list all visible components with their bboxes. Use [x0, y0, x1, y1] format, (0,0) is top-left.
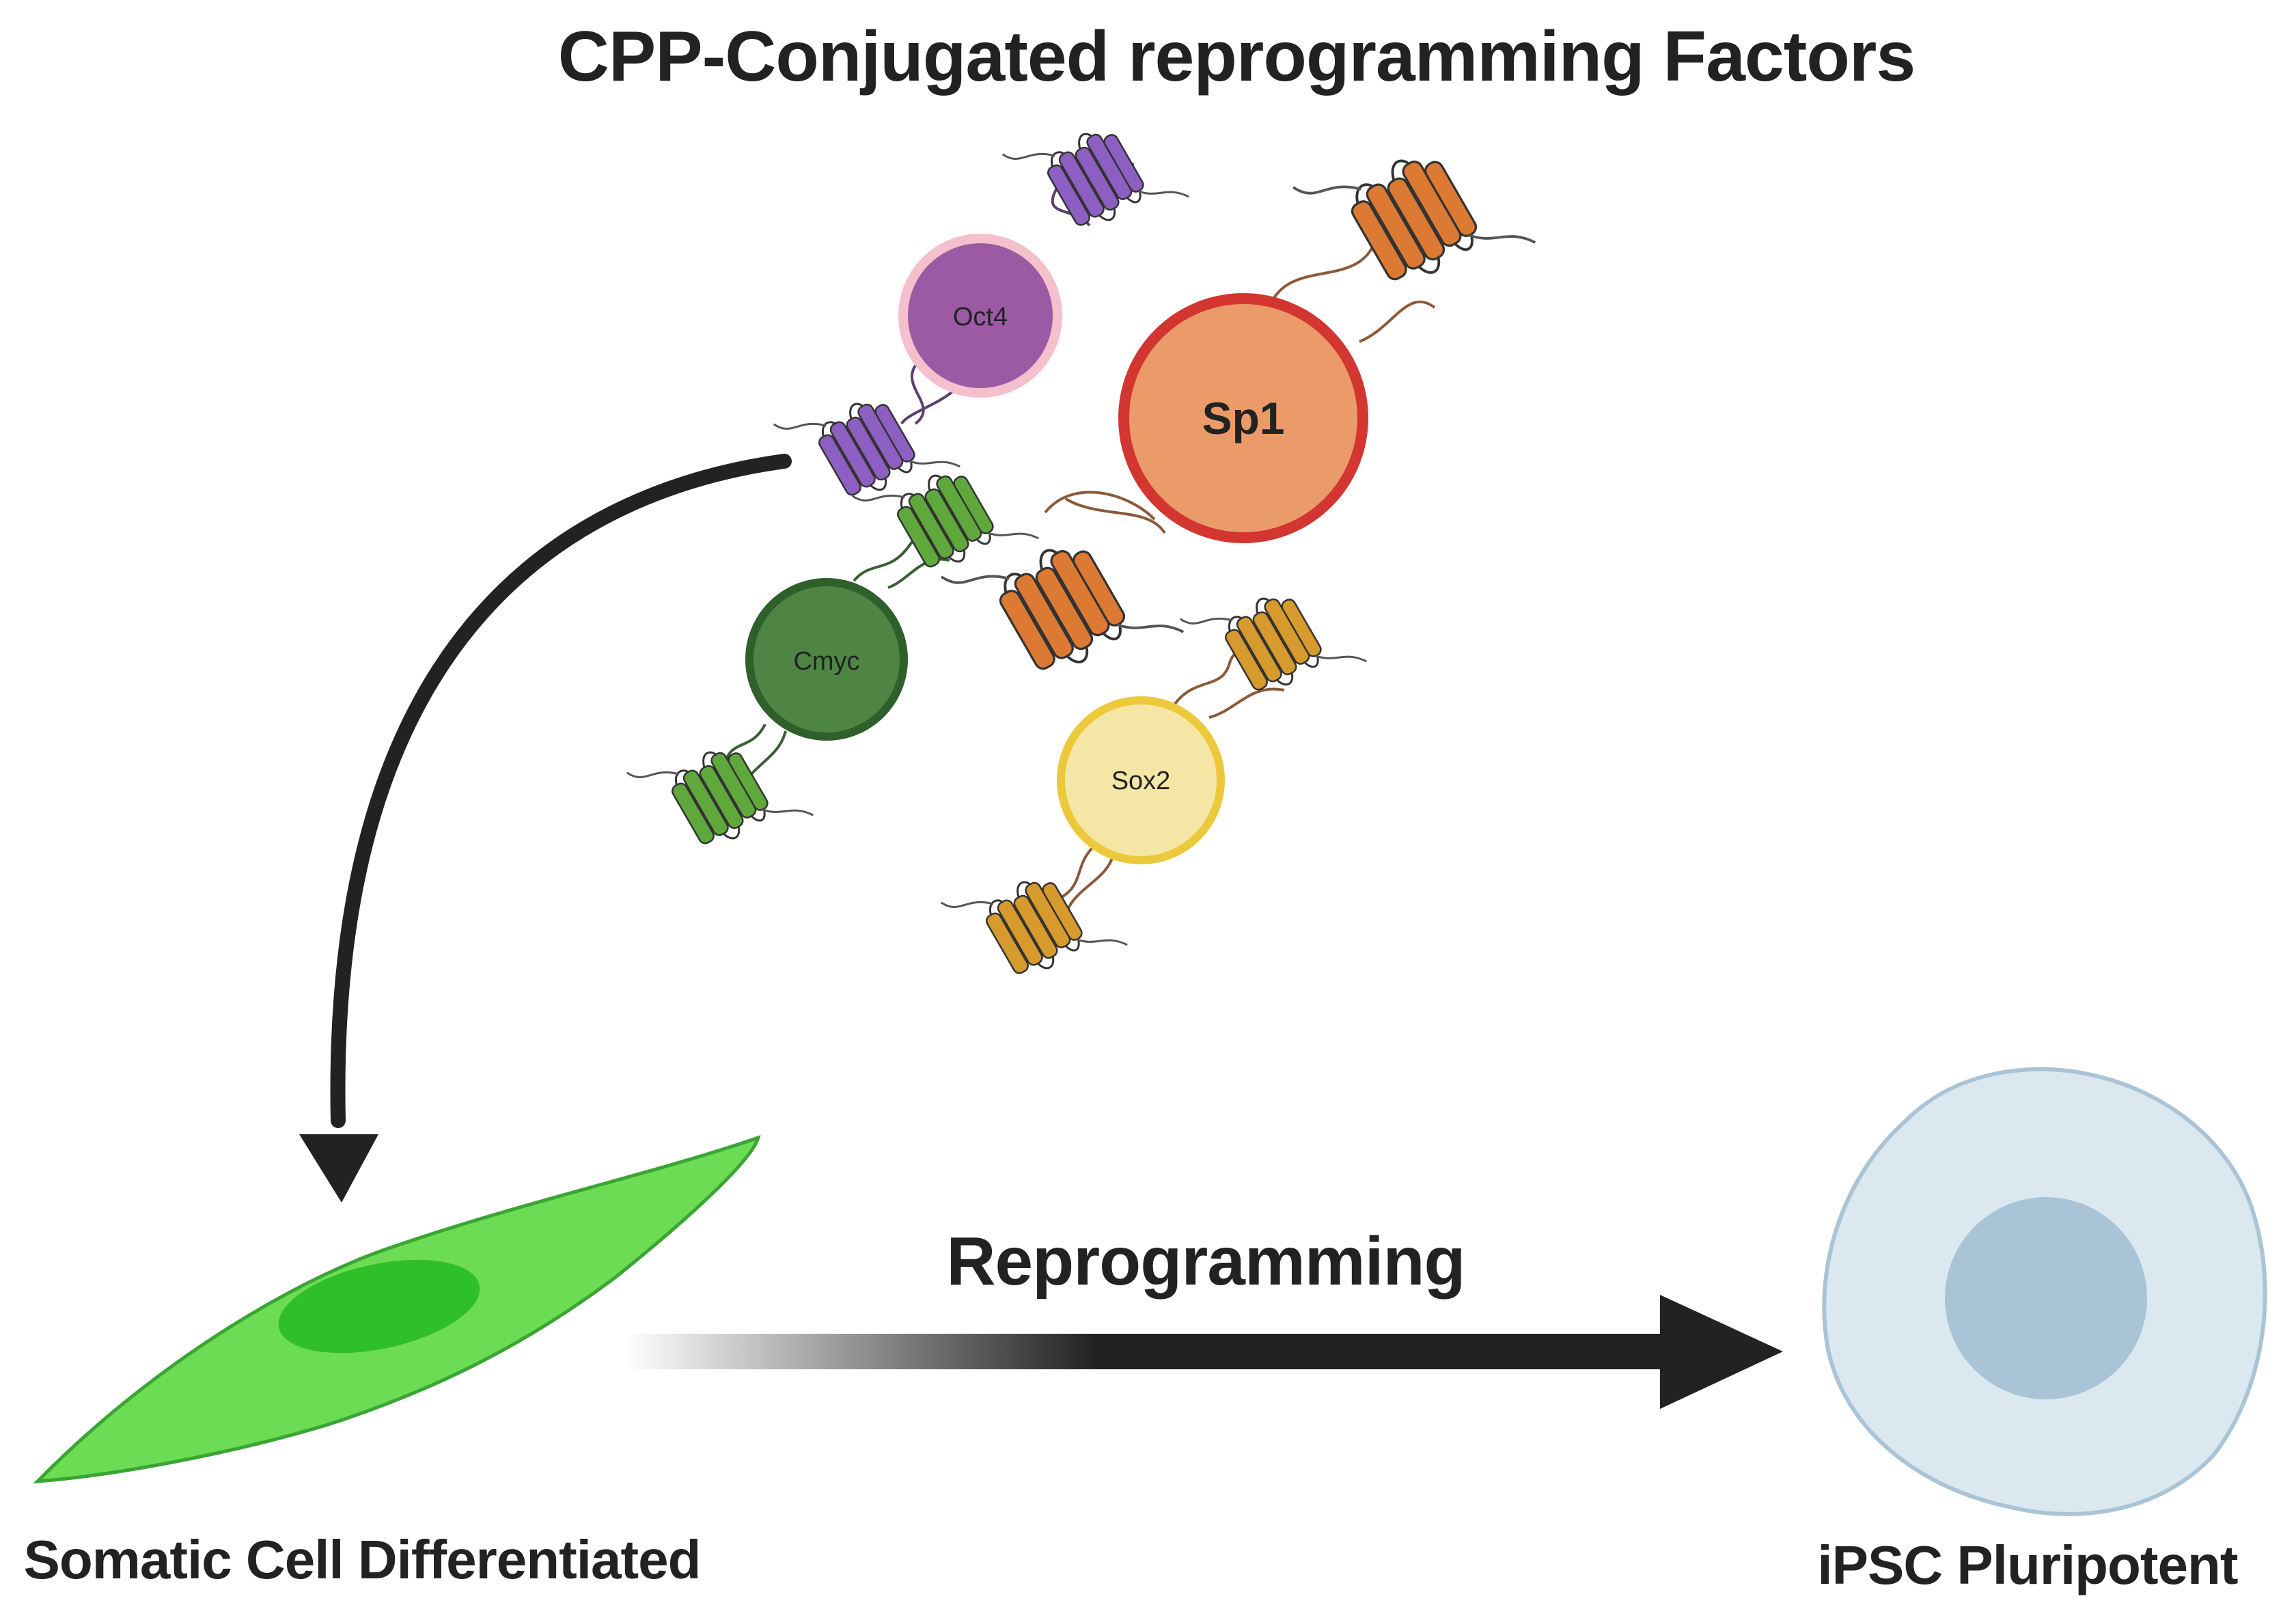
cmyc-helix-bottom [626, 701, 814, 886]
ipsc-label: iPSC Pluripotent [1817, 1535, 2237, 1595]
ipsc-cell-nucleus [1945, 1197, 2147, 1399]
somatic-cell [33, 1135, 761, 1483]
sp1-circle [1118, 293, 1368, 543]
cmyc-circle [745, 578, 908, 741]
delivery-arrow [299, 454, 792, 1203]
cmyc-label: Cmyc [793, 647, 859, 676]
oct4-circle [898, 234, 1062, 398]
sp1-label: Sp1 [1202, 393, 1284, 443]
cmyc-factor: Cmyc [626, 424, 1040, 886]
oct4-factor: Oct4 [773, 83, 1190, 538]
reprogramming-label: Reprogramming [946, 1223, 1465, 1300]
sox2-helix-top [1179, 547, 1368, 732]
sox2-factor: Sox2 [940, 547, 1368, 1016]
sp1-factor: Sp1 [940, 94, 1537, 725]
sox2-circle [1057, 696, 1225, 864]
ipsc-cell [1822, 1067, 2267, 1516]
sp1-helix-top [1292, 94, 1537, 335]
sox2-helix-bottom [940, 831, 1129, 1016]
somatic-cell-label: Somatic Cell Differentiated [23, 1529, 700, 1590]
oct4-label: Oct4 [953, 303, 1008, 331]
oct4-helix-top [1001, 83, 1190, 268]
somatic-cell-nucleus [278, 1259, 480, 1354]
sox2-label: Sox2 [1111, 767, 1171, 795]
reprogramming-arrow [625, 1295, 1783, 1409]
diagram-title: CPP-Conjugated reprogramming Factors [558, 17, 1915, 96]
